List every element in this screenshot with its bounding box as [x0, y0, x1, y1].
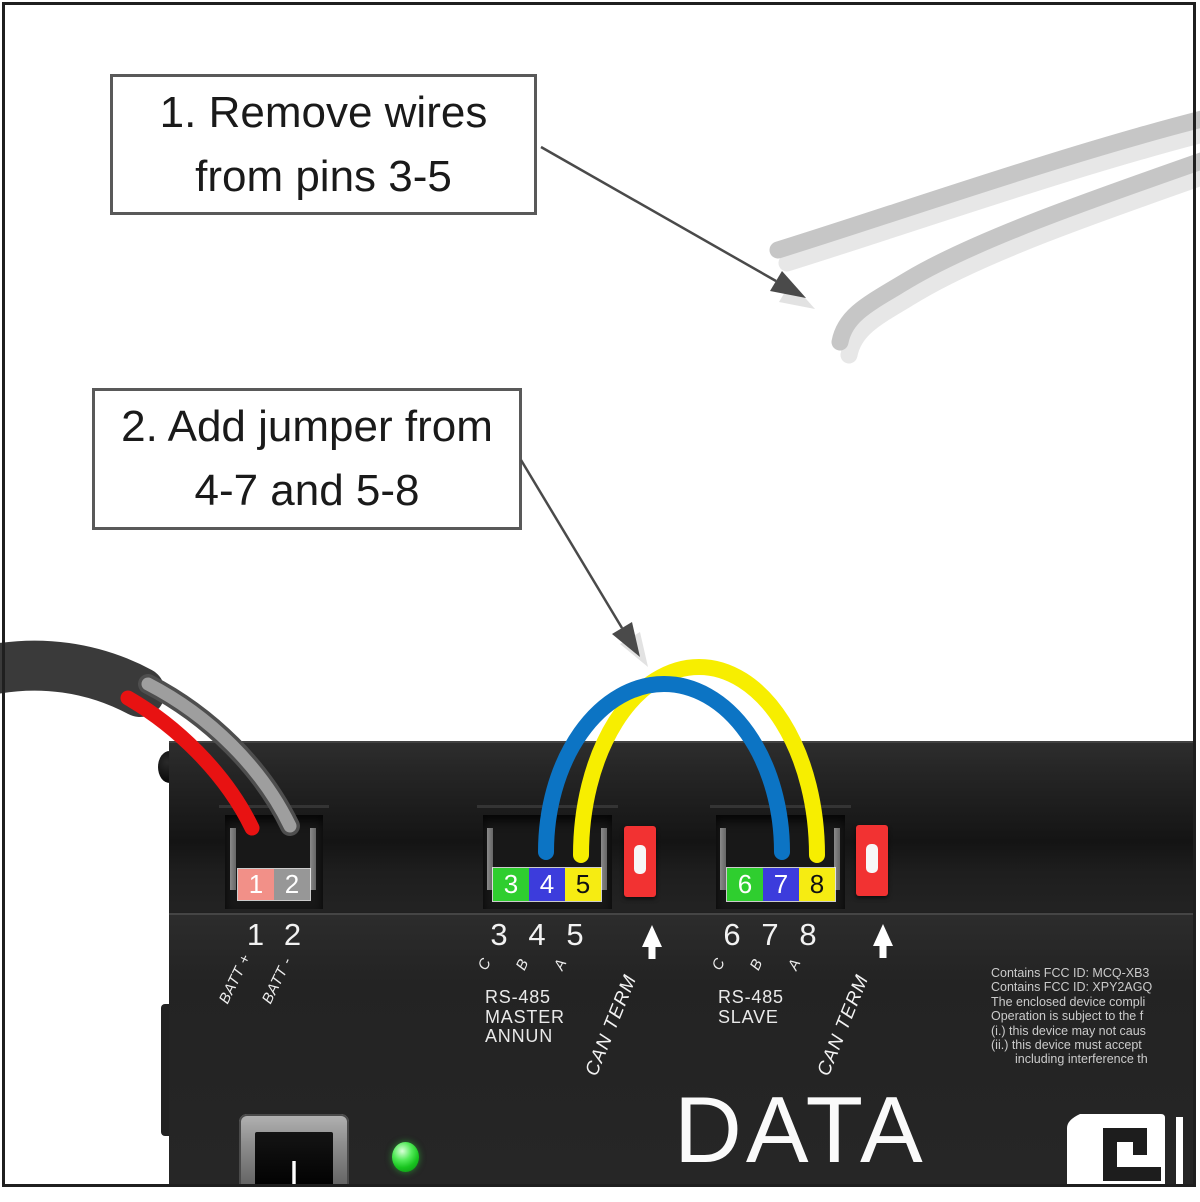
pin-number-label: 6: [723, 917, 741, 952]
connector-rail: [310, 828, 316, 890]
fcc-line: Contains FCC ID: XPY2AGQ: [991, 980, 1153, 995]
master-port-label-line: ANNUN: [485, 1026, 554, 1046]
battery-pin-numbers: 1 2: [237, 917, 311, 953]
status-led-icon: [392, 1142, 419, 1172]
callout-step2: 2. Add jumper from 4-7 and 5-8: [92, 388, 522, 530]
pin-7: 7: [763, 868, 799, 901]
master-port-label: RS-485 MASTER ANNUN: [485, 987, 565, 1047]
connector-rail: [720, 828, 726, 890]
pin-number-label: 5: [566, 917, 584, 952]
pin-3: 3: [493, 868, 529, 901]
pin-4: 4: [529, 868, 565, 901]
battery-cable-sheath: [0, 640, 165, 717]
pin-2: 2: [274, 869, 310, 900]
fcc-line: (i.) this device may not caus: [991, 1023, 1146, 1038]
master-port-label-line: MASTER: [485, 1006, 565, 1027]
pin-6: 6: [727, 868, 763, 901]
fcc-line: (ii.) this device must accept: [991, 1038, 1142, 1053]
data-relay-device: 1 2 1 2 BATT + BATT - 3 4 5 3 4 5 C B A: [169, 741, 1193, 1186]
arrow-head-shadow: [779, 282, 815, 309]
connector-rail: [601, 828, 607, 890]
switch-toggle: [634, 845, 646, 874]
slave-port-label-line: RS-485: [718, 987, 784, 1007]
pin-number-label: 3: [490, 917, 508, 952]
pin-1: 1: [238, 869, 274, 900]
master-pin-row: 3 4 5: [493, 868, 601, 901]
fcc-line: including interference th: [1015, 1052, 1148, 1067]
callout2-arrow-line: [519, 459, 624, 629]
slave-can-term-switch: [856, 825, 888, 896]
power-switch-rocker: I: [255, 1132, 333, 1186]
master-can-term-switch: [624, 826, 656, 897]
power-on-marking: I: [288, 1153, 299, 1187]
connector-rail: [834, 828, 840, 890]
removed-wire-2: [831, 152, 1200, 351]
device-face-edge: [169, 913, 1193, 915]
power-switch: I: [239, 1114, 349, 1186]
pin-number-label: 7: [761, 917, 779, 952]
pin-number-label: 4: [528, 917, 546, 952]
brand-line-data: DATA: [674, 1077, 927, 1182]
removed-wire-shadow: [840, 168, 1200, 364]
device-top-edge-highlight: [169, 741, 1193, 743]
callout-step1: 1. Remove wires from pins 3-5: [110, 74, 537, 215]
fcc-line: Contains FCC ID: MCQ-XB3: [991, 966, 1150, 980]
slave-port-label-line: SLAVE: [718, 1006, 779, 1027]
fcc-line: Operation is subject to the f: [991, 1009, 1144, 1024]
device-edge-flange: [161, 1004, 171, 1136]
connector-rail: [487, 828, 493, 890]
removed-wire-1: [769, 110, 1200, 259]
can-term-up-arrow-icon: [873, 924, 893, 958]
callout2-arrow-head: [612, 622, 640, 657]
callout-step1-line2: from pins 3-5: [195, 151, 452, 201]
callout1-arrow-head: [770, 271, 806, 298]
slave-pin-numbers: 6 7 8: [713, 917, 827, 953]
pin-5: 5: [565, 868, 601, 901]
slave-port-label: RS-485 SLAVE: [718, 987, 784, 1027]
callout1-arrow-line: [540, 145, 777, 283]
fcc-compliance-text: Contains FCC ID: MCQ-XB3 Contains FCC ID…: [991, 966, 1187, 1067]
brand-name: DATA RELAY: [674, 1077, 995, 1187]
pin-number-label: 2: [283, 917, 302, 952]
slave-pin-row: 6 7 8: [727, 868, 835, 901]
battery-pin-row: 1 2: [238, 869, 310, 900]
brand-logo-partial: [1176, 1117, 1183, 1186]
pin-number-label: 1: [246, 917, 265, 952]
switch-toggle: [866, 844, 878, 873]
master-port-label-line: RS-485: [485, 987, 551, 1007]
pin-8: 8: [799, 868, 835, 901]
can-term-up-arrow-icon: [642, 925, 662, 959]
callout-step2-line2: 4-7 and 5-8: [194, 466, 420, 515]
pin-number-label: 8: [799, 917, 817, 952]
connector-rail: [230, 828, 236, 890]
brand-logo: [1067, 1114, 1165, 1186]
master-pin-numbers: 3 4 5: [480, 917, 594, 953]
callout-step1-line1: 1. Remove wires: [159, 87, 488, 137]
removed-wire-shadow: [778, 126, 1200, 272]
brand-line-relay: RELAY: [674, 1173, 995, 1187]
arrow-head-shadow: [620, 632, 648, 667]
callout-step2-line1: 2. Add jumper from: [121, 402, 493, 451]
fcc-line: The enclosed device compli: [991, 994, 1146, 1009]
